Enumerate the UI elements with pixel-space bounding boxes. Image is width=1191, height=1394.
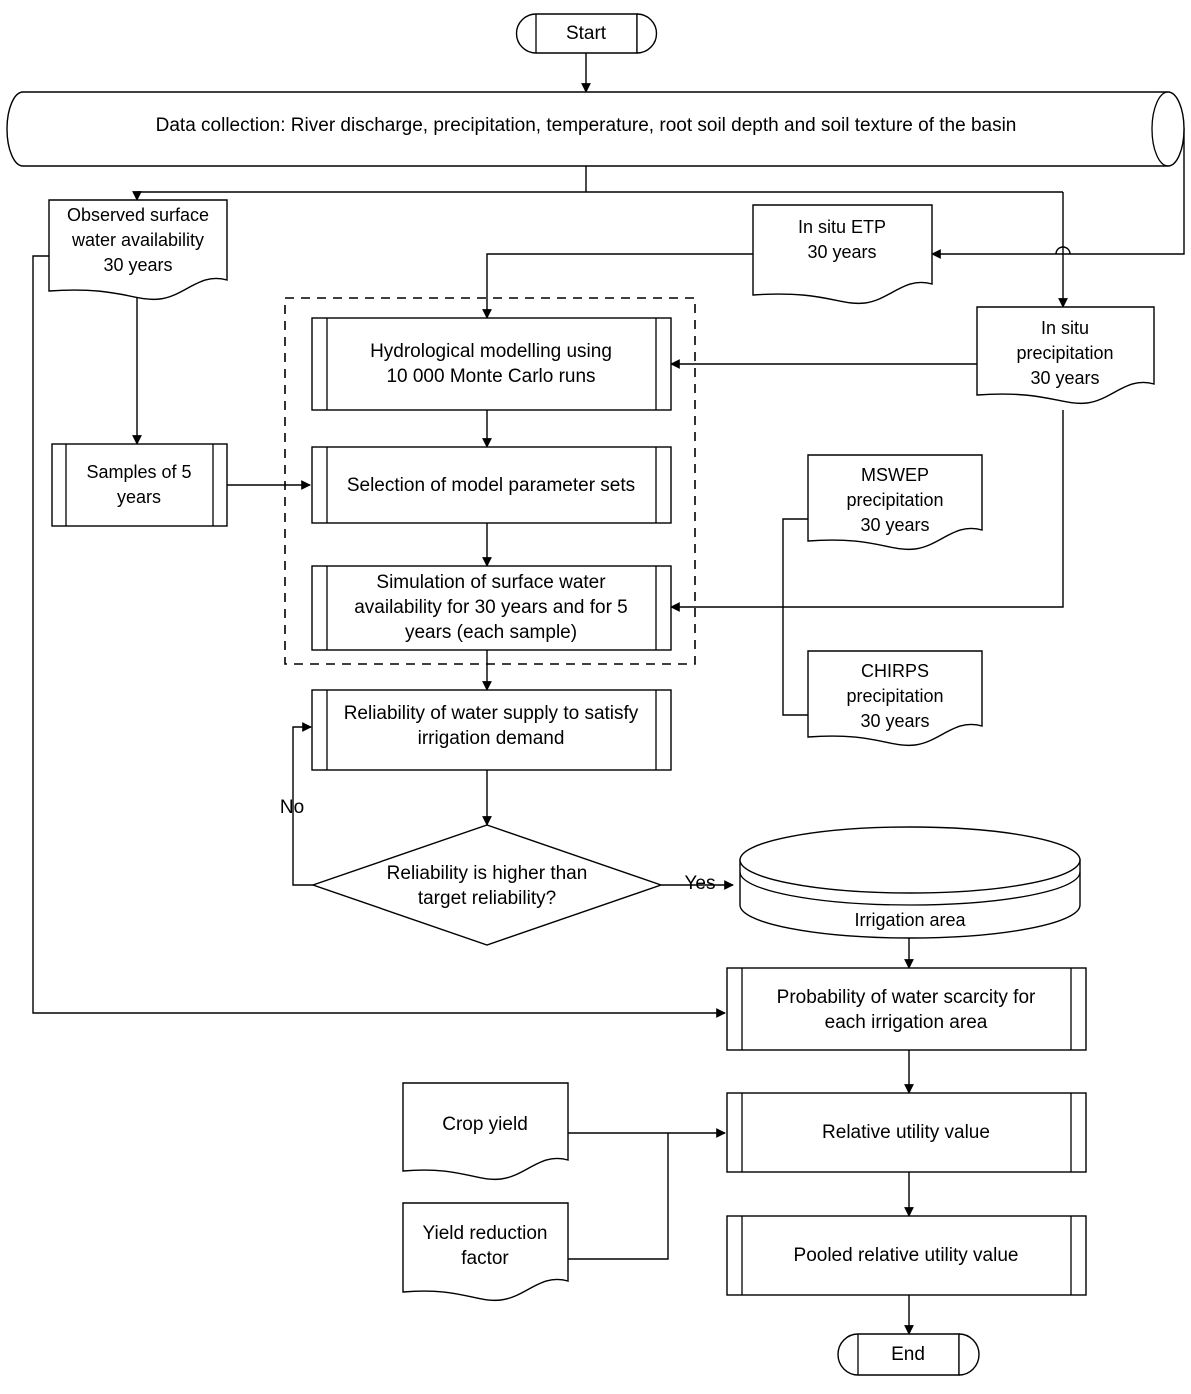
node-reliability-water-supply-line-2: irrigation demand [418, 728, 565, 749]
node-observed-surface-water-line-3: 30 years [103, 255, 172, 275]
node-yield-reduction-factor-line-1: Yield reduction [423, 1223, 548, 1244]
node-in-situ-etp-line-1: In situ ETP [798, 217, 886, 237]
node-samples-of-5-years-line-1: Samples of 5 [86, 462, 191, 482]
node-selection-of-parameters-label: Selection of model parameter sets [347, 475, 635, 496]
node-mswep-precipitation-line-2: precipitation [846, 490, 943, 510]
node-pooled-relative-utility-value[interactable]: Pooled relative utility value [726, 1215, 1087, 1296]
node-in-situ-etp[interactable]: In situ ETP 30 years [752, 204, 933, 305]
node-start[interactable]: Start [515, 13, 658, 54]
edge-label-yes: Yes [685, 873, 716, 894]
node-simulation-surface-water-line-2: availability for 30 years and for 5 [354, 597, 628, 618]
node-data-collection-label: Data collection: River discharge, precip… [156, 115, 1017, 136]
node-hydrological-modelling[interactable]: Hydrological modelling using 10 000 Mont… [311, 317, 672, 411]
node-reliability-decision[interactable]: Reliability is higher than target reliab… [310, 824, 664, 946]
node-reliability-decision-line-1: Reliability is higher than [387, 863, 588, 884]
node-probability-water-scarcity-line-1: Probability of water scarcity for [777, 987, 1036, 1008]
node-crop-yield-label: Crop yield [442, 1114, 528, 1135]
node-reliability-decision-line-2: target reliability? [418, 888, 556, 909]
node-start-label: Start [566, 23, 607, 44]
connector-line-hop [1055, 246, 1071, 255]
connector-etp-to-hydrological-modelling [482, 253, 753, 319]
node-samples-of-5-years-line-2: years [117, 487, 161, 507]
node-observed-surface-water-line-2: water availability [71, 230, 204, 250]
node-in-situ-precipitation-line-3: 30 years [1030, 368, 1099, 388]
connector-observed-to-probability [32, 255, 726, 1018]
node-chirps-precipitation-line-3: 30 years [860, 711, 929, 731]
node-simulation-surface-water[interactable]: Simulation of surface water availability… [311, 565, 672, 651]
node-simulation-surface-water-line-3: years (each sample) [405, 622, 577, 643]
node-reliability-water-supply-line-1: Reliability of water supply to satisfy [344, 703, 639, 724]
node-relative-utility-value-label: Relative utility value [822, 1122, 990, 1143]
node-yield-reduction-factor[interactable]: Yield reduction factor [402, 1202, 569, 1302]
node-mswep-precipitation[interactable]: MSWEP precipitation 30 years [807, 454, 983, 551]
connector-insitu-precip-to-simulation [670, 410, 1064, 612]
node-selection-of-parameters[interactable]: Selection of model parameter sets [311, 446, 672, 524]
node-hydrological-modelling-line-1: Hydrological modelling using [370, 341, 612, 362]
connector-mswep-to-simulation [782, 518, 808, 607]
node-probability-water-scarcity[interactable]: Probability of water scarcity for each i… [726, 967, 1087, 1051]
node-hydrological-modelling-line-2: 10 000 Monte Carlo runs [386, 366, 595, 387]
node-chirps-precipitation-line-2: precipitation [846, 686, 943, 706]
node-data-collection[interactable]: Data collection: River discharge, precip… [6, 91, 1185, 167]
node-samples-of-5-years[interactable]: Samples of 5 years [51, 443, 228, 527]
dashed-model-group [284, 297, 696, 665]
connector-yield-reduction-to-relative-utility [568, 1133, 669, 1260]
node-mswep-precipitation-line-3: 30 years [860, 515, 929, 535]
edge-label-no: No [280, 797, 304, 818]
node-probability-water-scarcity-line-2: each irrigation area [825, 1012, 988, 1033]
node-in-situ-etp-line-2: 30 years [807, 242, 876, 262]
connector-no-branch [292, 722, 313, 886]
node-chirps-precipitation[interactable]: CHIRPS precipitation 30 years [807, 650, 983, 747]
node-simulation-surface-water-line-1: Simulation of surface water [376, 572, 606, 593]
node-irrigation-area[interactable]: Irrigation area [739, 826, 1081, 939]
node-chirps-precipitation-line-1: CHIRPS [861, 661, 929, 681]
node-observed-surface-water-line-1: Observed surface [67, 205, 209, 225]
node-reliability-water-supply[interactable]: Reliability of water supply to satisfy i… [311, 689, 672, 771]
node-relative-utility-value[interactable]: Relative utility value [726, 1092, 1087, 1173]
node-end-label: End [891, 1344, 925, 1365]
node-yield-reduction-factor-line-2: factor [461, 1248, 509, 1269]
node-irrigation-area-label: Irrigation area [854, 910, 966, 930]
connector-chirps-to-simulation [782, 607, 808, 716]
node-in-situ-precipitation[interactable]: In situ precipitation 30 years [976, 306, 1155, 405]
node-in-situ-precipitation-line-1: In situ [1041, 318, 1089, 338]
node-end[interactable]: End [837, 1333, 980, 1376]
node-mswep-precipitation-line-1: MSWEP [861, 465, 929, 485]
node-crop-yield[interactable]: Crop yield [402, 1082, 569, 1181]
node-observed-surface-water[interactable]: Observed surface water availability 30 y… [48, 199, 228, 301]
node-in-situ-precipitation-line-2: precipitation [1016, 343, 1113, 363]
node-pooled-relative-utility-value-label: Pooled relative utility value [794, 1245, 1019, 1266]
